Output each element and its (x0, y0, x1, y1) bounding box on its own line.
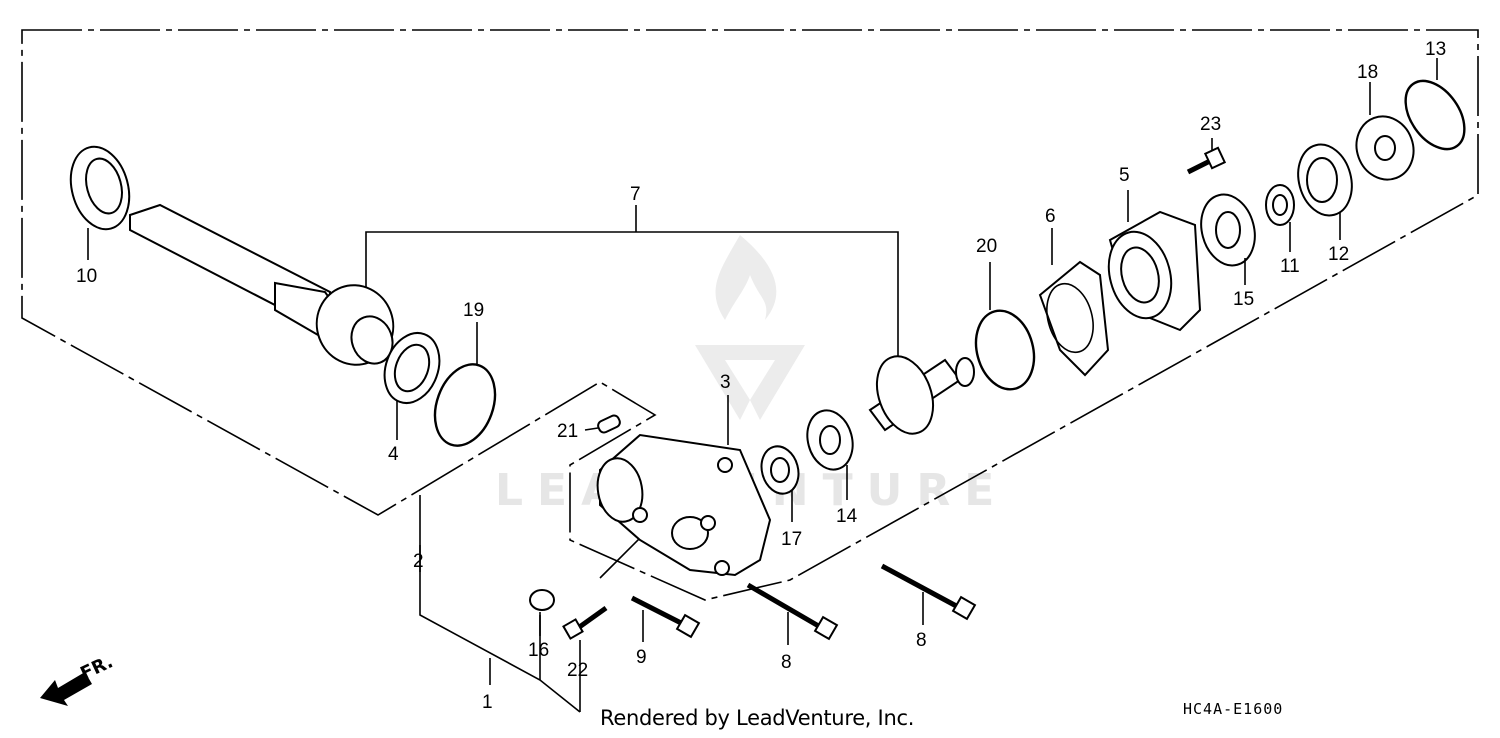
callout-22: 22 (567, 660, 588, 681)
callout-11: 11 (1280, 256, 1300, 277)
callout-18: 18 (1357, 62, 1378, 83)
callout-20: 20 (976, 236, 997, 257)
callout-19: 19 (463, 300, 484, 321)
part-5-holder (1107, 190, 1202, 332)
part-19-oring (433, 322, 497, 447)
part-8-bolt-a (746, 582, 839, 645)
part-14-bearing (806, 409, 854, 500)
part-4-shim (383, 332, 441, 440)
callout-1: 1 (482, 692, 493, 713)
callout-16: 16 (528, 640, 549, 661)
part-17-bearing (760, 445, 800, 522)
callout-5: 5 (1119, 165, 1130, 186)
direction-label: FR. (77, 651, 116, 684)
part-8-bolt-b (880, 563, 977, 625)
callout-7: 7 (630, 184, 641, 205)
callout-6: 6 (1045, 206, 1056, 227)
part-22-bolt (562, 605, 608, 640)
callout-4: 4 (388, 444, 399, 465)
part-12-seal (1297, 143, 1353, 240)
part-6-gasket (1038, 228, 1110, 377)
front-direction-arrow: FR. (40, 651, 116, 706)
callout-9: 9 (636, 647, 647, 668)
pinion-gear (868, 355, 975, 435)
callout-14: 14 (836, 506, 858, 527)
part-18-bearing (1355, 82, 1415, 181)
part-11-nut (1265, 184, 1295, 252)
assembly-outline (21, 29, 1479, 601)
part-3-gear-case (596, 395, 772, 577)
callout-12: 12 (1328, 244, 1349, 265)
callout-8a: 8 (781, 652, 792, 673)
callout-8b: 8 (916, 630, 927, 651)
diagram-code: HC4A-E1600 (1183, 700, 1284, 718)
part-10-seal (69, 145, 131, 260)
part-9-bolt (630, 595, 701, 642)
part-13-circlip (1404, 58, 1466, 151)
callout-21: 21 (557, 421, 578, 442)
callout-2: 2 (413, 551, 424, 572)
callout-15: 15 (1233, 289, 1254, 310)
part-16-cap (529, 589, 555, 636)
callout-numbers: 1 2 3 4 5 6 7 8 8 9 10 11 12 13 14 15 16… (76, 39, 1446, 713)
part-23-bolt (1186, 138, 1227, 175)
footer-credit: Rendered by LeadVenture, Inc. (600, 706, 915, 730)
callout-10: 10 (76, 266, 97, 287)
callout-23: 23 (1200, 114, 1221, 135)
part-20-oring (974, 262, 1036, 391)
callout-13: 13 (1425, 39, 1446, 60)
part-15-bearing (1200, 193, 1256, 285)
part-7-shaft (129, 203, 395, 366)
callout-3: 3 (720, 372, 731, 393)
part-21-pin (584, 414, 621, 434)
callout-17: 17 (781, 529, 802, 550)
